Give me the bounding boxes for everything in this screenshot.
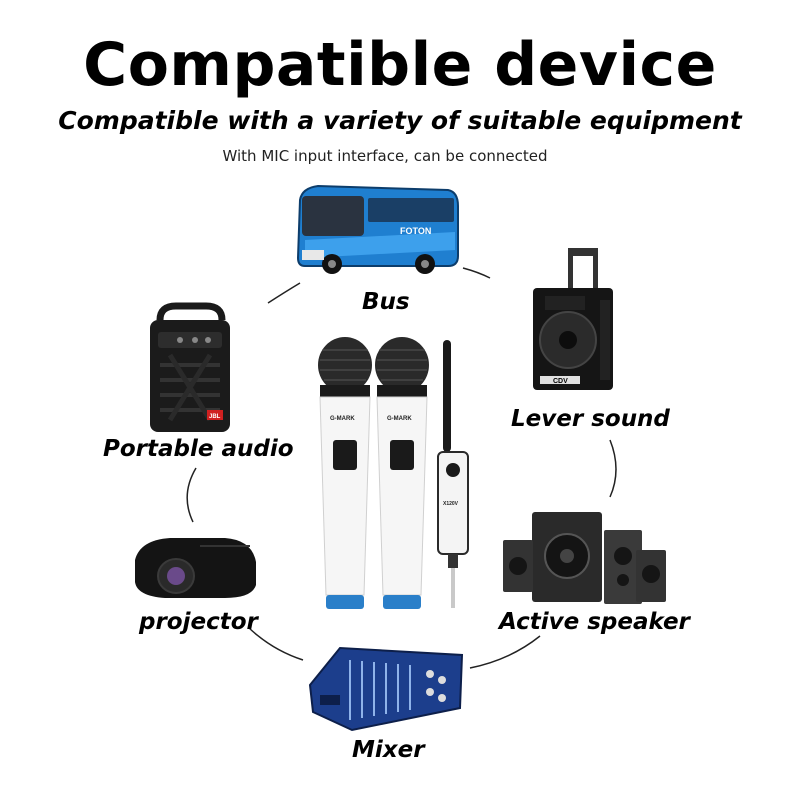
label-active-speaker: Active speaker: [499, 609, 690, 635]
label-lever-sound: Lever sound: [511, 406, 670, 432]
connector-arcs: [186, 267, 617, 669]
speaker-brand-text: CDV: [553, 378, 568, 385]
receiver-model: X120V: [443, 501, 459, 507]
label-portable-audio: Portable audio: [103, 436, 294, 462]
label-projector: projector: [139, 609, 258, 635]
interface-note: With MIC input interface, can be connect…: [222, 147, 548, 165]
arc-bus-left: [267, 282, 301, 304]
bus-brand-text: FOTON: [400, 226, 431, 236]
mic-right-brand: G-MARK: [387, 416, 412, 422]
active-speaker-image: [503, 512, 666, 604]
bus-image: FOTON: [296, 184, 459, 274]
arc-bus-right: [462, 267, 491, 279]
microphone-left: G-MARK: [318, 337, 372, 609]
arc-portable-projector: [186, 467, 197, 523]
portable-badge-text: JBL: [209, 414, 221, 420]
page-title: Compatible device: [83, 30, 717, 100]
microphone-right: G-MARK: [375, 337, 429, 609]
projector-image: [135, 538, 256, 598]
lever-speaker-image: CDV: [533, 248, 613, 390]
arc-mixer-active: [469, 635, 541, 669]
page-subtitle: Compatible with a variety of suitable eq…: [58, 106, 742, 135]
portable-audio-image: JBL: [150, 302, 230, 432]
arc-projector-mixer: [247, 626, 304, 661]
arc-lever-active: [609, 439, 617, 498]
mic-left-brand: G-MARK: [330, 416, 355, 422]
label-bus: Bus: [362, 289, 410, 315]
label-mixer: Mixer: [352, 737, 425, 763]
receiver-image: X120V: [437, 340, 469, 608]
mixer-image: [308, 646, 464, 732]
